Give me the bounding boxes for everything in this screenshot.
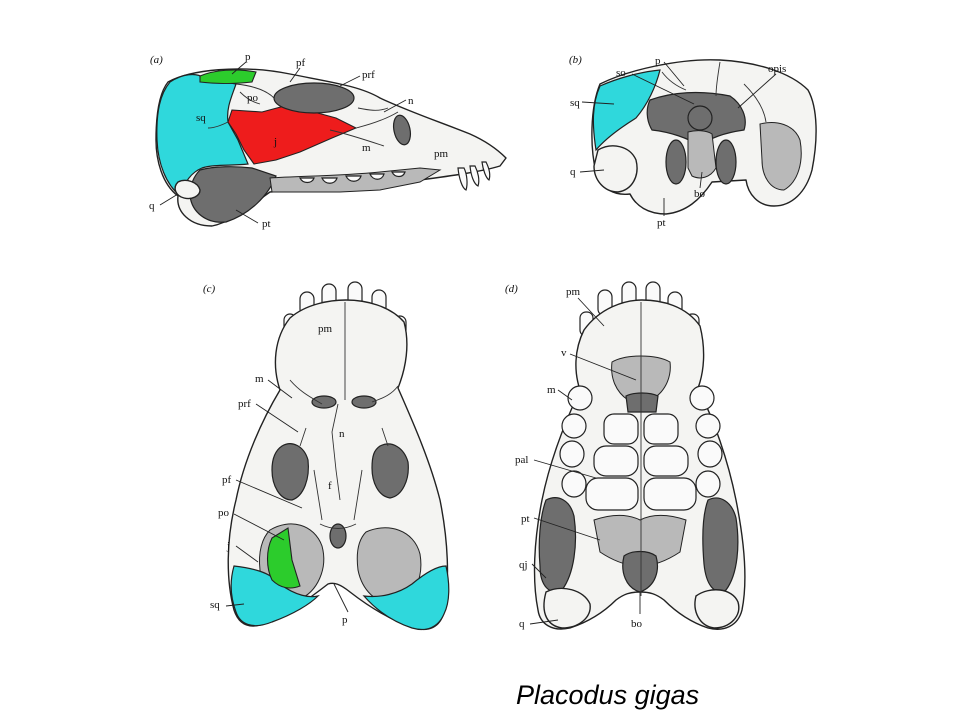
panel-d-skull-outline [533, 299, 746, 630]
label-c-pm: pm [318, 323, 333, 335]
label-b-sq: sq [570, 97, 580, 109]
label-a-pf: pf [296, 57, 306, 69]
label-c-j: j [226, 540, 230, 552]
label-c-p: p [342, 614, 348, 626]
label-a-pm: pm [434, 148, 449, 160]
panel-b-occipital-view: (b) p so opis sq q bo pt [569, 54, 817, 229]
label-a-po: po [247, 92, 259, 104]
label-b-bo: bo [694, 188, 706, 200]
label-a-sq: sq [196, 112, 206, 124]
panel-c-tag: (c) [203, 283, 216, 295]
label-a-m: m [362, 142, 371, 154]
panel-c-leader-lines [225, 379, 349, 613]
panel-a-leader-lines [159, 61, 407, 224]
label-d-pt: pt [521, 513, 530, 525]
panel-d-right-fossa [702, 497, 739, 593]
label-b-opis: opis [768, 63, 786, 75]
panel-c-right-nostril [351, 395, 377, 409]
label-c-sq: sq [210, 599, 220, 611]
label-d-m: m [547, 384, 556, 396]
label-c-n: n [339, 428, 345, 440]
panel-d-basioccipital [622, 550, 659, 593]
panel-d-leader-lines [529, 297, 641, 625]
panel-c-sutures [289, 379, 399, 529]
label-c-po: po [218, 507, 230, 519]
label-d-q: q [519, 618, 525, 630]
label-a-q: q [149, 200, 155, 212]
panel-a-cheek-shadow [189, 166, 277, 223]
label-a-p: p [245, 51, 251, 63]
panel-d-right-quadrate [694, 589, 740, 629]
panel-b-right-fossa [715, 139, 737, 185]
panel-a-marginal-teeth [299, 161, 491, 191]
label-a-n: n [408, 95, 414, 107]
panel-d-palatal-view: (d) [505, 281, 746, 630]
panel-d-tag: (d) [505, 283, 518, 295]
label-b-pt: pt [657, 217, 666, 229]
panel-c-dorsal-view: (c) pm m prf n p [203, 281, 450, 631]
panel-b-tag: (b) [569, 54, 582, 66]
panel-c-right-orbit [371, 443, 409, 499]
species-caption: Placodus gigas [516, 680, 700, 710]
panel-d-palatine-teeth [585, 413, 697, 511]
panel-a-parietal-region [199, 69, 257, 85]
label-a-pt: pt [262, 218, 271, 230]
panel-a-nostril [392, 114, 412, 146]
panel-b-sutures [661, 61, 767, 123]
label-d-qj: qj [519, 559, 528, 571]
label-c-pf: pf [222, 474, 232, 486]
panel-d-left-quadrate [543, 587, 591, 629]
label-b-p: p [655, 55, 661, 67]
panel-b-basioccipital [687, 130, 717, 179]
panel-b-right-pier [759, 122, 802, 191]
panel-a-tag: (a) [150, 54, 163, 66]
panel-b-foramen-magnum [687, 105, 713, 131]
panel-b-left-fossa [665, 139, 687, 185]
label-d-v: v [561, 347, 567, 359]
panel-b-leader-lines [579, 61, 777, 216]
panel-c-midline [331, 302, 346, 501]
panel-c-right-squamosal [362, 565, 450, 631]
label-a-prf: prf [362, 69, 375, 81]
panel-b-left-quadrate [593, 145, 638, 193]
label-c-prf: prf [238, 398, 251, 410]
panel-c-left-nostril [311, 395, 337, 409]
panel-d-maxillary-teeth [559, 385, 723, 498]
panel-c-green-region [266, 527, 301, 589]
label-d-pal: pal [515, 454, 528, 466]
label-b-so: so [616, 67, 626, 79]
panel-a-quadrate [174, 179, 201, 200]
panel-c-pineal-foramen [329, 523, 347, 549]
panel-c-left-orbit [271, 443, 309, 501]
label-a-j: j [273, 136, 277, 148]
label-c-f: f [328, 480, 332, 492]
label-d-pm: pm [566, 286, 581, 298]
panel-b-squamosal-region [592, 69, 661, 152]
label-c-m: m [255, 373, 264, 385]
panel-d-choanae [625, 392, 659, 413]
panel-a-sutures [207, 83, 399, 147]
panel-a-lateral-view: (a) p pf prf [149, 51, 507, 230]
label-d-bo: bo [631, 618, 643, 630]
panel-a-orbit [273, 82, 355, 114]
label-b-q: q [570, 166, 576, 178]
